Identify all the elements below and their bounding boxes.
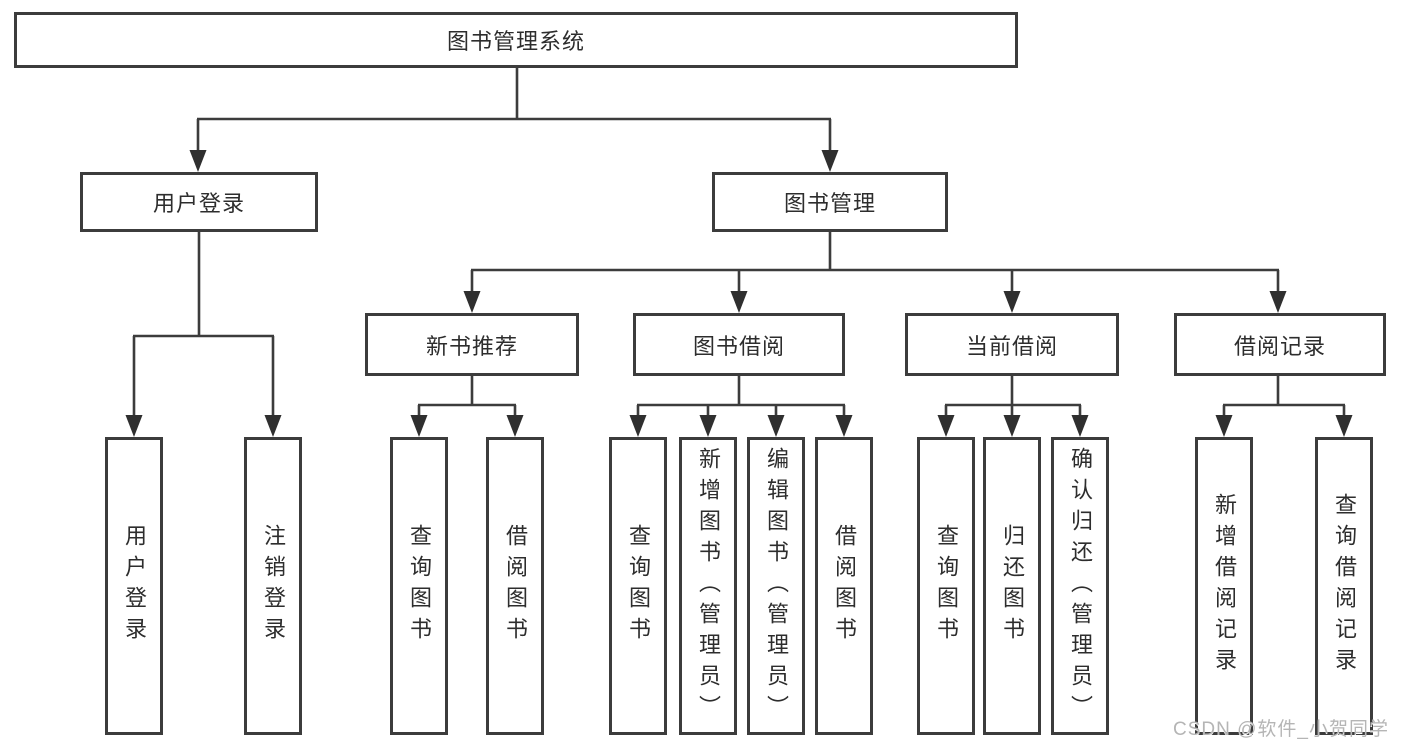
leaf-return-book: 归还图书: [983, 437, 1041, 735]
edge-root-to-level2: [196, 67, 832, 153]
leaf-add-book-admin-label: 新增图书（管理员）: [696, 446, 721, 726]
edge-user-login-children: [132, 232, 275, 418]
arrowhead: [463, 291, 481, 313]
leaf-confirm-return-admin: 确认归还（管理员）: [1051, 437, 1109, 735]
leaf-logout: 注销登录: [244, 437, 302, 735]
edge-book-borrow-children: [636, 376, 846, 418]
arrowhead: [767, 415, 785, 437]
leaf-current-query-book-label: 查询图书: [934, 524, 959, 648]
arrowhead: [1071, 415, 1089, 437]
arrowhead: [629, 415, 647, 437]
leaf-add-book-admin: 新增图书（管理员）: [679, 437, 737, 735]
leaf-user-login-label: 用户登录: [122, 524, 147, 648]
edge-book-management-children: [470, 232, 1280, 294]
arrowhead: [821, 150, 839, 172]
node-borrow-records: 借阅记录: [1174, 313, 1386, 376]
arrowhead: [1215, 415, 1233, 437]
node-borrow-records-label: 借阅记录: [1233, 333, 1326, 359]
node-current-borrow-label: 当前借阅: [965, 333, 1058, 359]
arrowhead: [699, 415, 717, 437]
node-user-login: 用户登录: [80, 172, 318, 232]
arrowhead: [189, 150, 207, 172]
edge-current-borrow-children: [944, 376, 1082, 418]
leaf-user-login: 用户登录: [105, 437, 163, 735]
leaf-confirm-return-admin-label: 确认归还（管理员）: [1068, 446, 1093, 726]
arrowhead: [730, 291, 748, 313]
leaf-return-book-label: 归还图书: [1000, 524, 1025, 648]
csdn-watermark: CSDN @软件_小贺同学: [1173, 719, 1389, 740]
node-book-borrow: 图书借阅: [633, 313, 845, 376]
arrowhead: [125, 415, 143, 437]
arrowhead: [1335, 415, 1353, 437]
node-root: 图书管理系统: [14, 12, 1018, 68]
node-book-management-label: 图书管理: [783, 191, 876, 216]
arrowhead: [835, 415, 853, 437]
node-new-book-recommend: 新书推荐: [365, 313, 579, 376]
leaf-borrow-book-label: 借阅图书: [832, 524, 857, 648]
node-new-book-recommend-label: 新书推荐: [425, 333, 518, 359]
leaf-edit-book-admin-label: 编辑图书（管理员）: [764, 446, 789, 726]
leaf-borrow-book: 借阅图书: [815, 437, 873, 735]
node-user-login-label: 用户登录: [152, 191, 245, 216]
arrowhead: [506, 415, 524, 437]
leaf-query-borrow-record: 查询借阅记录: [1315, 437, 1373, 735]
node-root-label: 图书管理系统: [446, 29, 585, 54]
leaf-recommend-borrow-book-label: 借阅图书: [503, 524, 528, 648]
arrowhead: [264, 415, 282, 437]
leaf-logout-label: 注销登录: [261, 524, 286, 648]
arrowhead: [1003, 291, 1021, 313]
edge-borrow-records-children: [1222, 376, 1346, 418]
node-book-borrow-label: 图书借阅: [692, 333, 785, 359]
arrowhead: [1003, 415, 1021, 437]
leaf-borrow-query-book-label: 查询图书: [626, 524, 651, 648]
arrowhead: [937, 415, 955, 437]
edge-new-book-recommend-children: [417, 376, 517, 418]
arrowhead: [1269, 291, 1287, 313]
leaf-edit-book-admin: 编辑图书（管理员）: [747, 437, 805, 735]
leaf-recommend-borrow-book: 借阅图书: [486, 437, 544, 735]
arrowhead: [410, 415, 428, 437]
leaf-add-borrow-record: 新增借阅记录: [1195, 437, 1253, 735]
leaf-current-query-book: 查询图书: [917, 437, 975, 735]
leaf-query-borrow-record-label: 查询借阅记录: [1332, 493, 1357, 679]
leaf-borrow-query-book: 查询图书: [609, 437, 667, 735]
leaf-add-borrow-record-label: 新增借阅记录: [1212, 493, 1237, 679]
leaf-recommend-query-book: 查询图书: [390, 437, 448, 735]
node-current-borrow: 当前借阅: [905, 313, 1119, 376]
leaf-recommend-query-book-label: 查询图书: [407, 524, 432, 648]
node-book-management: 图书管理: [712, 172, 948, 232]
